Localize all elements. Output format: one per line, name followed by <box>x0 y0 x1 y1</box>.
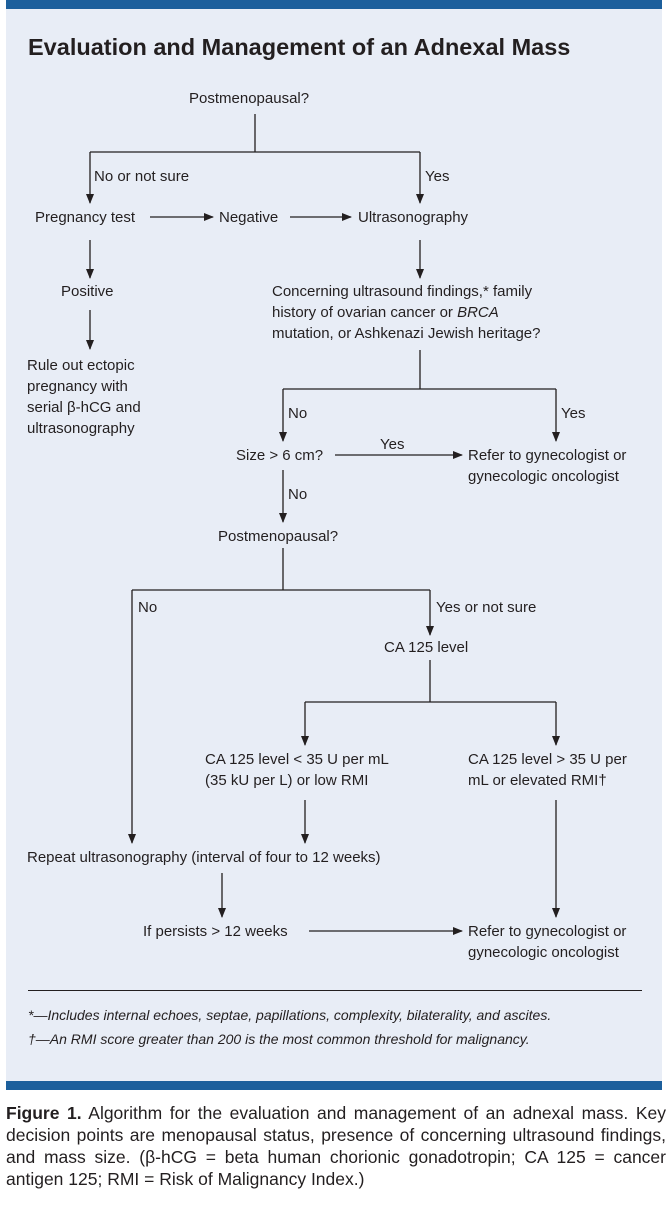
brca-italic: BRCA <box>457 304 499 321</box>
node-ca125-low-line-2: (35 kU per L) or low RMI <box>205 772 369 789</box>
node-repeat-ultrasonography: Repeat ultrasonography (interval of four… <box>27 849 381 866</box>
node-refer-2-line-2: gynecologic oncologist <box>468 944 619 961</box>
figure-caption: Figure 1. Algorithm for the evaluation a… <box>6 1102 666 1190</box>
node-concerning-line-2: history of ovarian cancer or BRCA <box>272 304 499 321</box>
footnote-divider <box>28 990 642 991</box>
node-refer-2-line-1: Refer to gynecologist or <box>468 923 627 940</box>
label-yes-3: Yes <box>380 436 405 453</box>
caption-label: Figure 1. <box>6 1103 82 1123</box>
node-negative: Negative <box>219 209 279 226</box>
node-postmenopausal-2: Postmenopausal? <box>218 528 339 545</box>
node-positive: Positive <box>61 283 114 300</box>
node-pregnancy-test: Pregnancy test <box>35 209 136 226</box>
label-no-3: No <box>288 486 308 503</box>
node-postmenopausal-1: Postmenopausal? <box>189 90 310 107</box>
flowchart-connectors <box>86 114 560 935</box>
node-ca125-low-line-1: CA 125 level < 35 U per mL <box>205 751 389 768</box>
label-yes-2: Yes <box>561 405 586 422</box>
label-no-4: No <box>138 599 158 616</box>
footnote-dagger: †—An RMI score greater than 200 is the m… <box>28 1031 530 1047</box>
figure-title: Evaluation and Management of an Adnexal … <box>28 34 571 60</box>
node-ca125-level: CA 125 level <box>384 639 469 656</box>
label-yes-or-not-sure: Yes or not sure <box>436 599 537 616</box>
footnote-asterisk: *—Includes internal echoes, septae, papi… <box>28 1007 552 1023</box>
node-ca125-high-line-1: CA 125 level > 35 U per <box>468 751 627 768</box>
node-refer-1-line-1: Refer to gynecologist or <box>468 447 627 464</box>
label-no-2: No <box>288 405 308 422</box>
label-no-or-not-sure: No or not sure <box>94 168 190 185</box>
label-yes-1: Yes <box>425 168 450 185</box>
top-accent-bar <box>6 0 662 9</box>
node-if-persists: If persists > 12 weeks <box>143 923 288 940</box>
node-ca125-high-line-2: mL or elevated RMI† <box>468 772 607 789</box>
node-ultrasonography: Ultrasonography <box>358 209 469 226</box>
node-concerning-line-1: Concerning ultrasound findings,* family <box>272 283 533 300</box>
node-size-over-6cm: Size > 6 cm? <box>236 447 324 464</box>
bottom-accent-bar <box>6 1081 662 1090</box>
node-ectopic-line-1: Rule out ectopic <box>27 357 135 374</box>
node-ectopic-line-3: serial β-hCG and <box>27 399 141 416</box>
node-refer-1-line-2: gynecologic oncologist <box>468 468 619 485</box>
node-ectopic-line-4: ultrasonography <box>27 420 135 437</box>
caption-text: Algorithm for the evaluation and managem… <box>6 1103 667 1189</box>
node-ectopic-line-2: pregnancy with <box>27 378 128 395</box>
node-concerning-line-3: mutation, or Ashkenazi Jewish heritage? <box>272 325 541 342</box>
